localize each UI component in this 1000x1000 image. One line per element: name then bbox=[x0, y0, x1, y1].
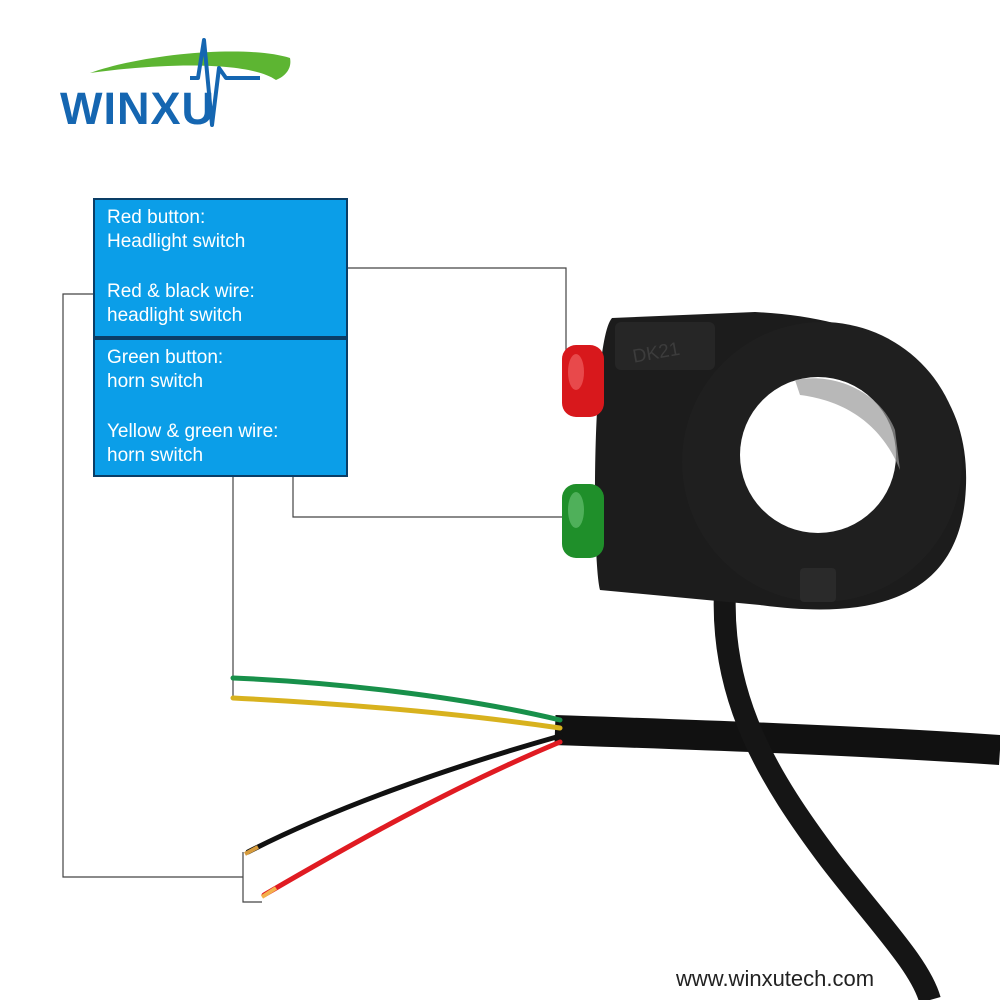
switch-cable bbox=[713, 589, 941, 1000]
handlebar-mounting-hole bbox=[740, 377, 896, 533]
callout-headlight: Red button: Headlight switch Red & black… bbox=[93, 198, 348, 338]
red-black-wire-title: Red & black wire: bbox=[107, 281, 255, 302]
yellow-green-wire-desc: horn switch bbox=[107, 445, 204, 466]
callout-horn: Green button: horn switch Yellow & green… bbox=[93, 338, 348, 477]
green-button[interactable] bbox=[562, 484, 604, 558]
red-black-wire-desc: headlight switch bbox=[107, 305, 243, 326]
wire-green bbox=[230, 675, 563, 723]
yellow-green-wire-title: Yellow & green wire: bbox=[107, 421, 279, 442]
main-cable bbox=[554, 715, 1000, 765]
wire-black bbox=[245, 733, 563, 855]
red-button-desc: Headlight switch bbox=[107, 231, 246, 252]
leader-red-black-wire bbox=[62, 293, 243, 878]
red-button-title: Red button: bbox=[107, 207, 206, 228]
wire-black-strip-end bbox=[244, 845, 259, 856]
wire-red bbox=[261, 739, 563, 898]
wire-red-strip-end bbox=[260, 886, 278, 899]
green-button-title: Green button: bbox=[107, 347, 224, 368]
leader-red-black-bracket bbox=[242, 852, 262, 903]
leader-red-button bbox=[348, 267, 567, 372]
brand-logo: WINXU bbox=[60, 83, 215, 134]
heartbeat-pulse-icon bbox=[190, 38, 260, 127]
wire-yellow bbox=[230, 695, 563, 731]
website-url: www.winxutech.com bbox=[676, 966, 875, 991]
switch-housing: DK21 bbox=[562, 312, 967, 610]
clamp-screw bbox=[800, 568, 836, 602]
logo-swoosh-icon bbox=[90, 51, 291, 80]
leader-lines bbox=[62, 267, 567, 903]
red-button[interactable] bbox=[562, 345, 604, 417]
green-button-desc: horn switch bbox=[107, 371, 204, 392]
leader-green-button bbox=[292, 477, 566, 518]
